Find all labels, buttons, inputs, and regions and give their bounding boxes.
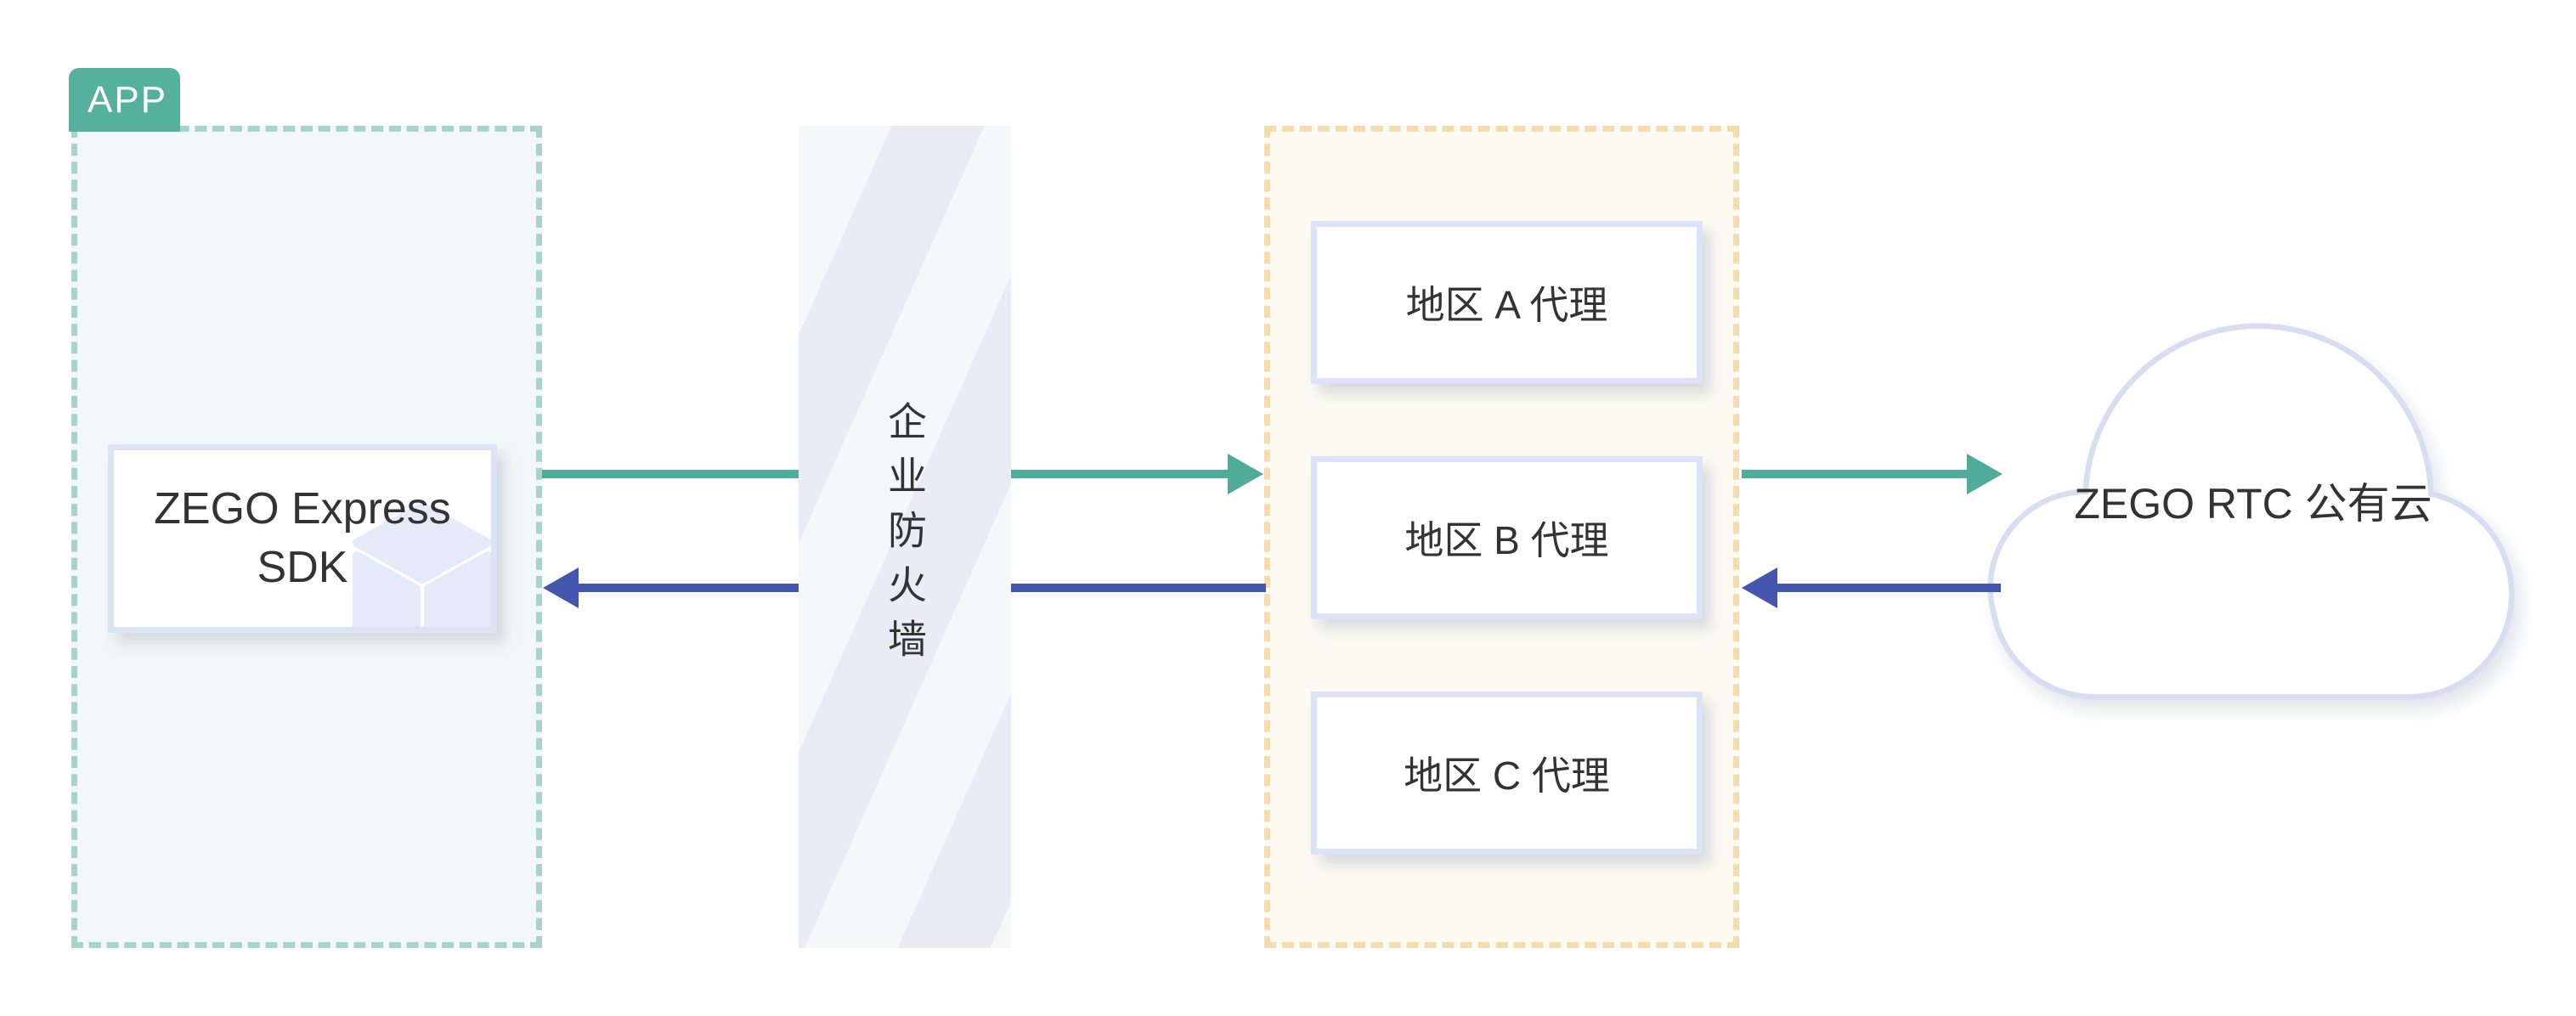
arrow-uplink-proxy-to-cloud (1742, 454, 2003, 494)
firewall-bar: 企业防火墙 (799, 126, 1011, 948)
cloud-shape (1987, 323, 2515, 700)
cube-icon (353, 502, 491, 627)
proxy-node-b: 地区 B 代理 (1311, 456, 1703, 619)
proxy-node-c: 地区 C 代理 (1311, 691, 1703, 855)
cloud-label: ZEGO RTC 公有云 (2074, 480, 2432, 528)
firewall-label: 企业防火墙 (883, 401, 927, 673)
arrow-downlink-cloud-to-proxy (1742, 567, 2001, 608)
sdk-node-label: ZEGO Express SDK (154, 484, 451, 592)
proxy-node-a: 地区 A 代理 (1311, 221, 1703, 384)
proxy-node-b-label: 地区 B 代理 (1404, 518, 1609, 562)
sdk-node: ZEGO Express SDK (108, 444, 497, 633)
proxy-node-c-label: 地区 C 代理 (1404, 754, 1610, 798)
proxy-node-a-label: 地区 A 代理 (1405, 283, 1608, 327)
app-group-tag: APP (69, 68, 180, 132)
